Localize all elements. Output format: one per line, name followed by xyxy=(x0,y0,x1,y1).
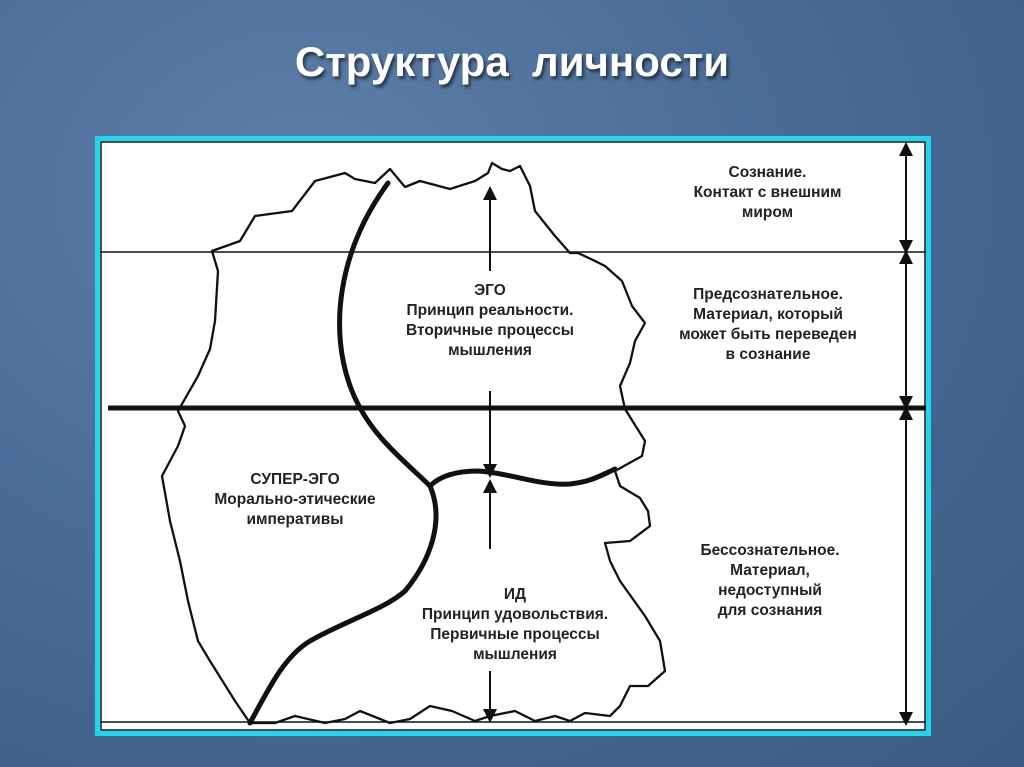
unconscious-level-line: Бессознательное. xyxy=(700,542,840,559)
id-title: ИД xyxy=(503,586,527,603)
diagram-frame: ЭГО Принцип реальности. Вторичные процес… xyxy=(95,136,931,736)
superego-line: императивы xyxy=(246,511,344,528)
preconscious-level-line: может быть переведен xyxy=(679,326,857,343)
superego-boundary-curve xyxy=(247,180,439,726)
unconscious-level-line: для сознания xyxy=(717,602,823,619)
ego-line: Вторичные процессы xyxy=(405,322,575,339)
ego-title: ЭГО xyxy=(474,282,506,299)
conscious-level-line: Контакт с внешним xyxy=(693,184,842,201)
conscious-level-line: миром xyxy=(741,204,794,221)
preconscious-level-line: Предсознательное. xyxy=(693,286,843,303)
drawing-border xyxy=(100,141,926,731)
id-line: мышления xyxy=(473,646,557,663)
id-line: Принцип удовольствия. xyxy=(421,606,609,623)
preconscious-level-line: Материал, который xyxy=(693,306,843,323)
unconscious-level-label: Бессознательное. Материал, недоступный д… xyxy=(665,541,875,621)
superego-label: СУПЕР-ЭГО Морально-этические императивы xyxy=(185,470,405,530)
unconscious-level-line: Материал, xyxy=(730,562,810,579)
superego-title: СУПЕР-ЭГО xyxy=(250,471,340,488)
ego-label: ЭГО Принцип реальности. Вторичные процес… xyxy=(360,281,620,361)
preconscious-level-label: Предсознательное. Материал, который може… xyxy=(648,285,888,365)
unconscious-level-line: недоступный xyxy=(718,582,822,599)
id-line: Первичные процессы xyxy=(430,626,600,643)
conscious-level-line: Сознание. xyxy=(728,164,807,181)
preconscious-level-line: в сознание xyxy=(725,346,811,363)
superego-line: Морально-этические xyxy=(214,491,376,508)
personality-structure-diagram xyxy=(100,141,926,731)
id-label: ИД Принцип удовольствия. Первичные проце… xyxy=(390,585,640,665)
slide-title: Структура личности xyxy=(294,38,730,85)
conscious-level-label: Сознание. Контакт с внешним миром xyxy=(660,163,875,223)
ego-id-boundary-curve xyxy=(427,466,618,489)
personality-outline xyxy=(160,161,667,725)
ego-line: Принцип реальности. xyxy=(406,302,574,319)
ego-line: мышления xyxy=(448,342,532,359)
